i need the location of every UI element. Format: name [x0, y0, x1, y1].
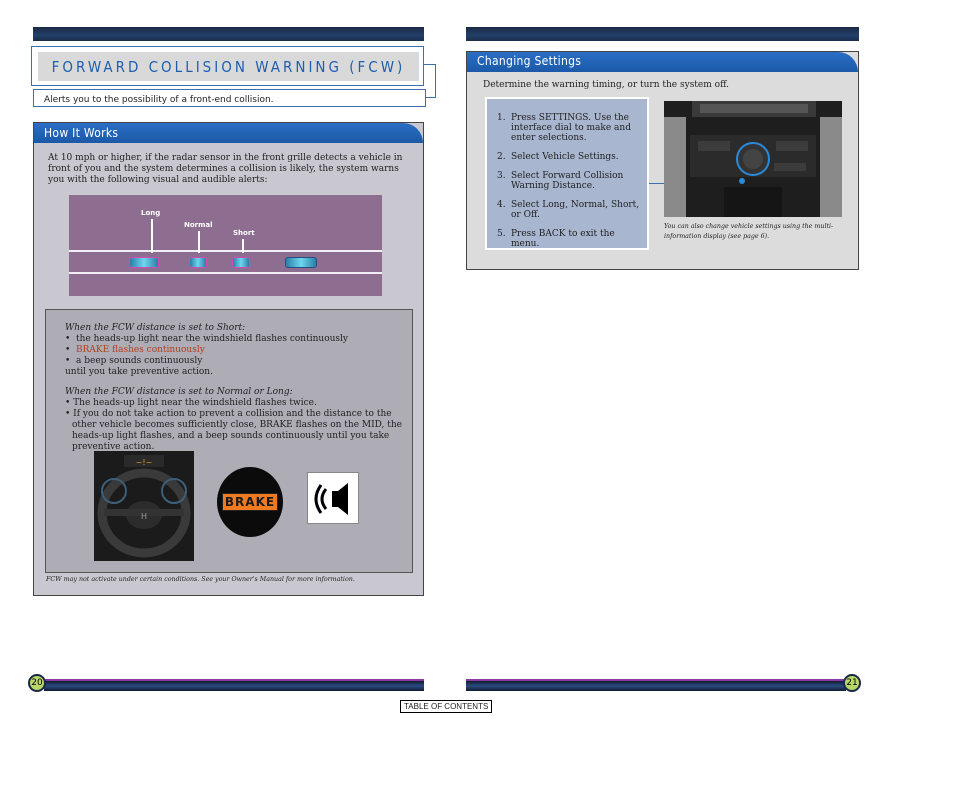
right-bottom-bar: [466, 679, 846, 691]
speaker-beep-icon: [307, 472, 359, 524]
short-setting-heading: When the FCW distance is set to Short:: [65, 323, 246, 333]
steering-wheel-photo-icon: ~!~ H: [94, 451, 194, 561]
distance-label-normal: Normal: [184, 221, 213, 229]
lead-car: [285, 257, 317, 268]
how-it-works-panel: How It Works At 10 mph or higher, if the…: [33, 122, 424, 596]
brake-indicator-icon: BRAKE: [217, 467, 283, 537]
settings-caption: You can also change vehicle settings usi…: [664, 223, 834, 240]
lane-line-bottom: [69, 272, 382, 274]
brake-label: BRAKE: [221, 493, 279, 511]
step-5: 5.Press BACK to exit the menu.: [497, 229, 615, 249]
page-number-left: 20: [28, 674, 46, 692]
svg-text:H: H: [141, 512, 147, 521]
svg-text:~!~: ~!~: [136, 458, 153, 467]
page-title: FORWARD COLLISION WARNING (FCW): [51, 57, 406, 76]
page-number-right: 21: [843, 674, 861, 692]
table-of-contents-link[interactable]: TABLE OF CONTENTS: [400, 700, 493, 713]
title-bracket: [424, 64, 436, 98]
subtitle-text: Alerts you to the possibility of a front…: [44, 95, 274, 105]
normal-setting-heading: When the FCW distance is set to Normal o…: [65, 387, 293, 397]
subtitle-box: Alerts you to the possibility of a front…: [33, 89, 426, 107]
step-2: 2.Select Vehicle Settings.: [497, 152, 619, 162]
step-4: 4.Select Long, Normal, Short, or Off.: [497, 200, 640, 220]
right-top-bar: [466, 27, 859, 41]
fcw-distance-diagram: Long Normal Short: [69, 195, 382, 296]
normal-bullet-2: • If you do not take action to prevent a…: [65, 409, 403, 452]
lane-line-top: [69, 250, 382, 252]
changing-settings-intro: Determine the warning timing, or turn th…: [483, 80, 730, 90]
alert-description-box: When the FCW distance is set to Short: •…: [45, 309, 413, 573]
step-3: 3.Select Forward Collision Warning Dista…: [497, 171, 624, 191]
left-top-bar: [33, 27, 424, 41]
short-bullet-2: • BRAKE flashes continuously: [65, 345, 205, 355]
distance-tick-long: [151, 219, 153, 253]
distance-label-short: Short: [233, 229, 255, 237]
how-it-works-intro: At 10 mph or higher, if the radar sensor…: [48, 153, 403, 185]
center-console-photo-icon: [664, 101, 842, 217]
left-bottom-bar: [44, 679, 424, 691]
changing-settings-heading: Changing Settings: [467, 52, 858, 72]
short-bullet-3: • a beep sounds continuously: [65, 356, 203, 366]
title-frame: FORWARD COLLISION WARNING (FCW): [31, 46, 424, 86]
distance-tick-short: [242, 239, 244, 253]
how-it-works-heading: How It Works: [34, 123, 423, 143]
step-1: 1.Press SETTINGS. Use the interface dial…: [497, 113, 631, 143]
distance-tick-normal: [198, 231, 200, 253]
short-tail: until you take preventive action.: [65, 367, 213, 377]
following-car-short: [232, 257, 250, 268]
settings-steps-box: 1.Press SETTINGS. Use the interface dial…: [485, 97, 649, 250]
following-car-long: [129, 257, 159, 268]
changing-settings-panel: Changing Settings Determine the warning …: [466, 51, 859, 270]
fcw-footnote: FCW may not activate under certain condi…: [46, 576, 355, 583]
short-bullet-1: • the heads-up light near the windshield…: [65, 334, 348, 344]
following-car-normal: [189, 257, 207, 268]
distance-label-long: Long: [141, 209, 161, 217]
normal-bullet-1: • The heads-up light near the windshield…: [65, 398, 317, 408]
